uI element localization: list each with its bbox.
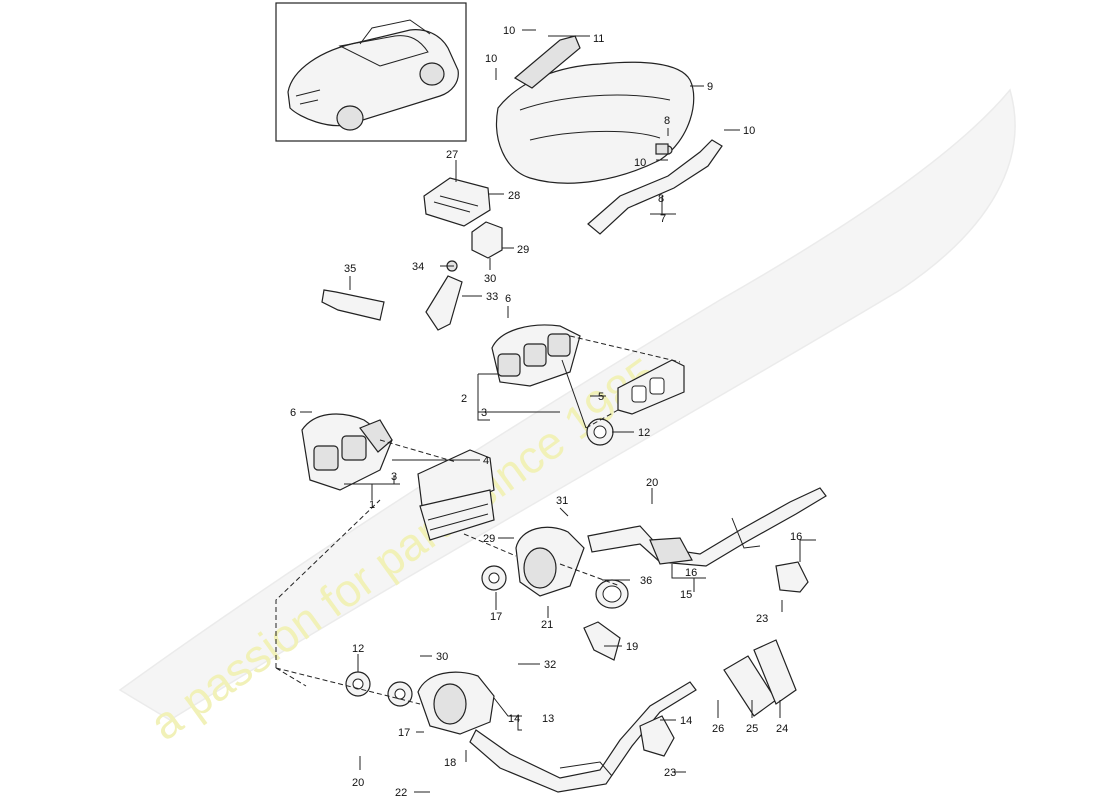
callout-label: 27 <box>446 149 458 161</box>
callout-label: 6 <box>505 293 511 305</box>
callout-label: 14 <box>680 715 692 727</box>
tube-35 <box>321 289 385 321</box>
callout-label: 29 <box>483 533 495 545</box>
car-inset <box>275 2 467 142</box>
exhaust-pipe-lower <box>469 681 697 793</box>
callout-label: 22 <box>395 787 407 799</box>
callout-label: 30 <box>484 273 496 285</box>
mounting-bracket-7 <box>587 139 723 235</box>
clamp-36 <box>595 579 629 609</box>
callout-labels: 10 11 10 9 8 10 10 27 28 8 7 29 30 35 34… <box>290 25 802 799</box>
callout-label: 12 <box>638 427 650 439</box>
callout-label: 35 <box>344 263 356 275</box>
rubber-mount-14 <box>639 715 675 757</box>
callout-label: 3 <box>481 407 487 419</box>
callout-label: 8 <box>664 115 670 127</box>
callout-label: 34 <box>412 261 424 273</box>
callout-label: 36 <box>640 575 652 587</box>
callout-label: 6 <box>290 407 296 419</box>
callout-label: 13 <box>542 713 554 725</box>
callout-label: 25 <box>746 723 758 735</box>
callout-label: 17 <box>398 727 410 739</box>
callout-label: 12 <box>352 643 364 655</box>
callout-label: 14 <box>508 713 520 725</box>
catalytic-converter-lower <box>345 671 495 735</box>
callout-label: 21 <box>541 619 553 631</box>
callout-label: 8 <box>658 193 664 205</box>
callout-label: 5 <box>598 391 604 403</box>
callout-label: 11 <box>593 33 604 45</box>
callout-label: 3 <box>391 471 397 483</box>
clip-bracket-27 <box>423 177 491 227</box>
callout-label: 23 <box>756 613 768 625</box>
callout-label: 17 <box>490 611 502 623</box>
catalytic-converter-upper <box>481 526 585 597</box>
bracket-33 <box>425 260 463 331</box>
callout-label: 1 <box>369 499 375 511</box>
callout-label: 2 <box>461 393 467 405</box>
callout-label: 33 <box>486 291 498 303</box>
heat-shield <box>496 35 695 184</box>
gasket-plate-4 <box>417 449 495 541</box>
heat-shield-24-25 <box>723 639 797 717</box>
callout-label: 32 <box>544 659 556 671</box>
callout-label: 15 <box>680 589 692 601</box>
rubber-mount-16 <box>775 561 809 593</box>
leader-lines <box>300 29 816 793</box>
left-exhaust-manifold <box>301 413 393 491</box>
right-exhaust-manifold <box>491 324 587 429</box>
callout-label: 4 <box>483 455 489 467</box>
watermark: a passion for parts since 1985 <box>118 88 1016 750</box>
callout-label: 10 <box>503 25 515 37</box>
callout-label: 29 <box>517 244 529 256</box>
callout-label: 9 <box>707 81 713 93</box>
callout-label: 10 <box>634 157 646 169</box>
callout-label: 20 <box>352 777 364 789</box>
callout-label: 26 <box>712 723 724 735</box>
callout-label: 23 <box>664 767 676 779</box>
callout-label: 20 <box>646 477 658 489</box>
connector-29 <box>471 221 503 259</box>
bracket-19 <box>583 621 621 661</box>
callout-label: 19 <box>626 641 638 653</box>
callout-label: 24 <box>776 723 788 735</box>
callout-label: 16 <box>790 531 802 543</box>
callout-label: 10 <box>743 125 755 137</box>
gasket-5 <box>617 359 685 415</box>
callout-label: 28 <box>508 190 520 202</box>
callout-label: 31 <box>556 495 568 507</box>
callout-label: 7 <box>660 213 666 225</box>
callout-label: 30 <box>436 651 448 663</box>
exhaust-pipe-upper <box>587 487 827 567</box>
callout-label: 18 <box>444 757 456 769</box>
callout-label: 10 <box>485 53 497 65</box>
flange-12-upper <box>586 418 614 446</box>
callout-label: 16 <box>685 567 697 579</box>
car-icon <box>287 19 459 131</box>
